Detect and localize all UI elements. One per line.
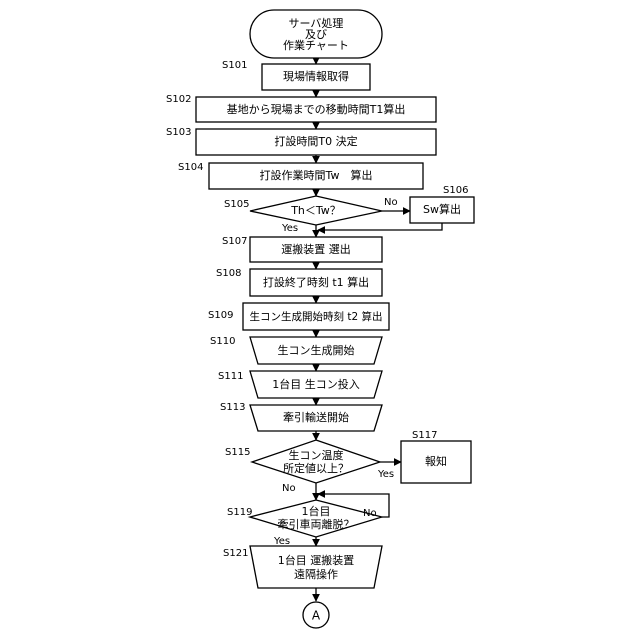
node-s119-line-2: 牽引車両離脱？ <box>278 517 355 531</box>
step-label-s101: S101 <box>222 60 247 71</box>
node-s113-text: 牽引輸送開始 <box>283 410 349 424</box>
node-s113: 牽引輸送開始 <box>250 405 382 431</box>
node-s102-text: 基地から現場までの移動時間T1算出 <box>227 102 406 116</box>
node-s109-text: 生コン生成開始時刻 t2 算出 <box>250 310 383 323</box>
node-s110-text: 生コン生成開始 <box>278 343 355 357</box>
node-s110: 生コン生成開始 <box>250 337 382 364</box>
node-s101-text: 現場情報取得 <box>283 70 349 83</box>
step-label-s115: S115 <box>225 447 250 458</box>
node-s111-text: 1台目 生コン投入 <box>272 377 360 391</box>
node-start: サーバ処理 及び 作業チャート <box>250 10 382 58</box>
edge-s106-return <box>318 223 442 230</box>
node-s115: 生コン温度 所定値以上？ <box>252 440 380 483</box>
step-label-s110: S110 <box>210 336 235 347</box>
step-label-s104: S104 <box>178 162 203 173</box>
nodes: サーバ処理 及び 作業チャート 現場情報取得 基地から現場までの移動時間T1算出… <box>196 10 474 628</box>
node-s105: Th＜Tw？ <box>250 196 382 225</box>
node-s121: 1台目 運搬装置 遠隔操作 <box>250 546 382 588</box>
node-s109: 生コン生成開始時刻 t2 算出 <box>243 303 389 330</box>
node-s107: 運搬装置 選出 <box>250 237 382 262</box>
node-s105-text: Th＜Tw？ <box>290 204 341 217</box>
node-s104: 打設作業時間Tw 算出 <box>209 163 423 189</box>
node-s103: 打設時間T0 決定 <box>196 129 436 155</box>
node-connector-a-text: A <box>312 609 321 623</box>
edge-label-s115-no: No <box>282 483 296 494</box>
step-label-s111: S111 <box>218 371 243 382</box>
node-s107-text: 運搬装置 選出 <box>281 242 351 256</box>
node-s115-line-1: 生コン温度 <box>289 448 344 462</box>
edge-label-s105-no: No <box>384 197 398 208</box>
node-s121-line-1: 1台目 運搬装置 <box>278 553 355 567</box>
step-label-s106: S106 <box>443 185 468 196</box>
node-s111: 1台目 生コン投入 <box>250 371 382 398</box>
node-s115-line-2: 所定値以上？ <box>283 461 349 475</box>
step-label-s107: S107 <box>222 236 247 247</box>
node-s102: 基地から現場までの移動時間T1算出 <box>196 97 436 122</box>
node-start-line-3: 作業チャート <box>283 39 349 52</box>
step-label-s103: S103 <box>166 127 191 138</box>
step-label-s113: S113 <box>220 402 245 413</box>
step-label-s117: S117 <box>412 430 437 441</box>
node-s106: Sw算出 <box>410 197 474 223</box>
node-s101: 現場情報取得 <box>262 64 370 90</box>
edge-label-s119-no: No <box>363 508 377 519</box>
node-s106-text: Sw算出 <box>423 202 461 216</box>
edge-label-s115-yes: Yes <box>377 469 394 480</box>
step-label-s119: S119 <box>227 507 252 518</box>
node-s117-text: 報知 <box>425 454 447 468</box>
edge-label-s105-yes: Yes <box>281 223 298 234</box>
node-s108: 打設終了時刻 t1 算出 <box>250 269 382 296</box>
node-s121-line-2: 遠隔操作 <box>294 567 338 581</box>
step-label-s105: S105 <box>224 199 249 210</box>
node-s104-text: 打設作業時間Tw 算出 <box>260 168 373 182</box>
node-connector-a: A <box>303 602 329 628</box>
step-label-s108: S108 <box>216 268 241 279</box>
node-s119-line-1: 1台目 <box>302 504 331 518</box>
node-s108-text: 打設終了時刻 t1 算出 <box>263 275 369 289</box>
node-s117: 報知 <box>401 441 471 483</box>
node-s103-text: 打設時間T0 決定 <box>274 134 357 148</box>
step-label-s102: S102 <box>166 94 191 105</box>
step-label-s109: S109 <box>208 310 233 321</box>
edge-label-s119-yes: Yes <box>273 536 290 547</box>
step-label-s121: S121 <box>223 548 248 559</box>
